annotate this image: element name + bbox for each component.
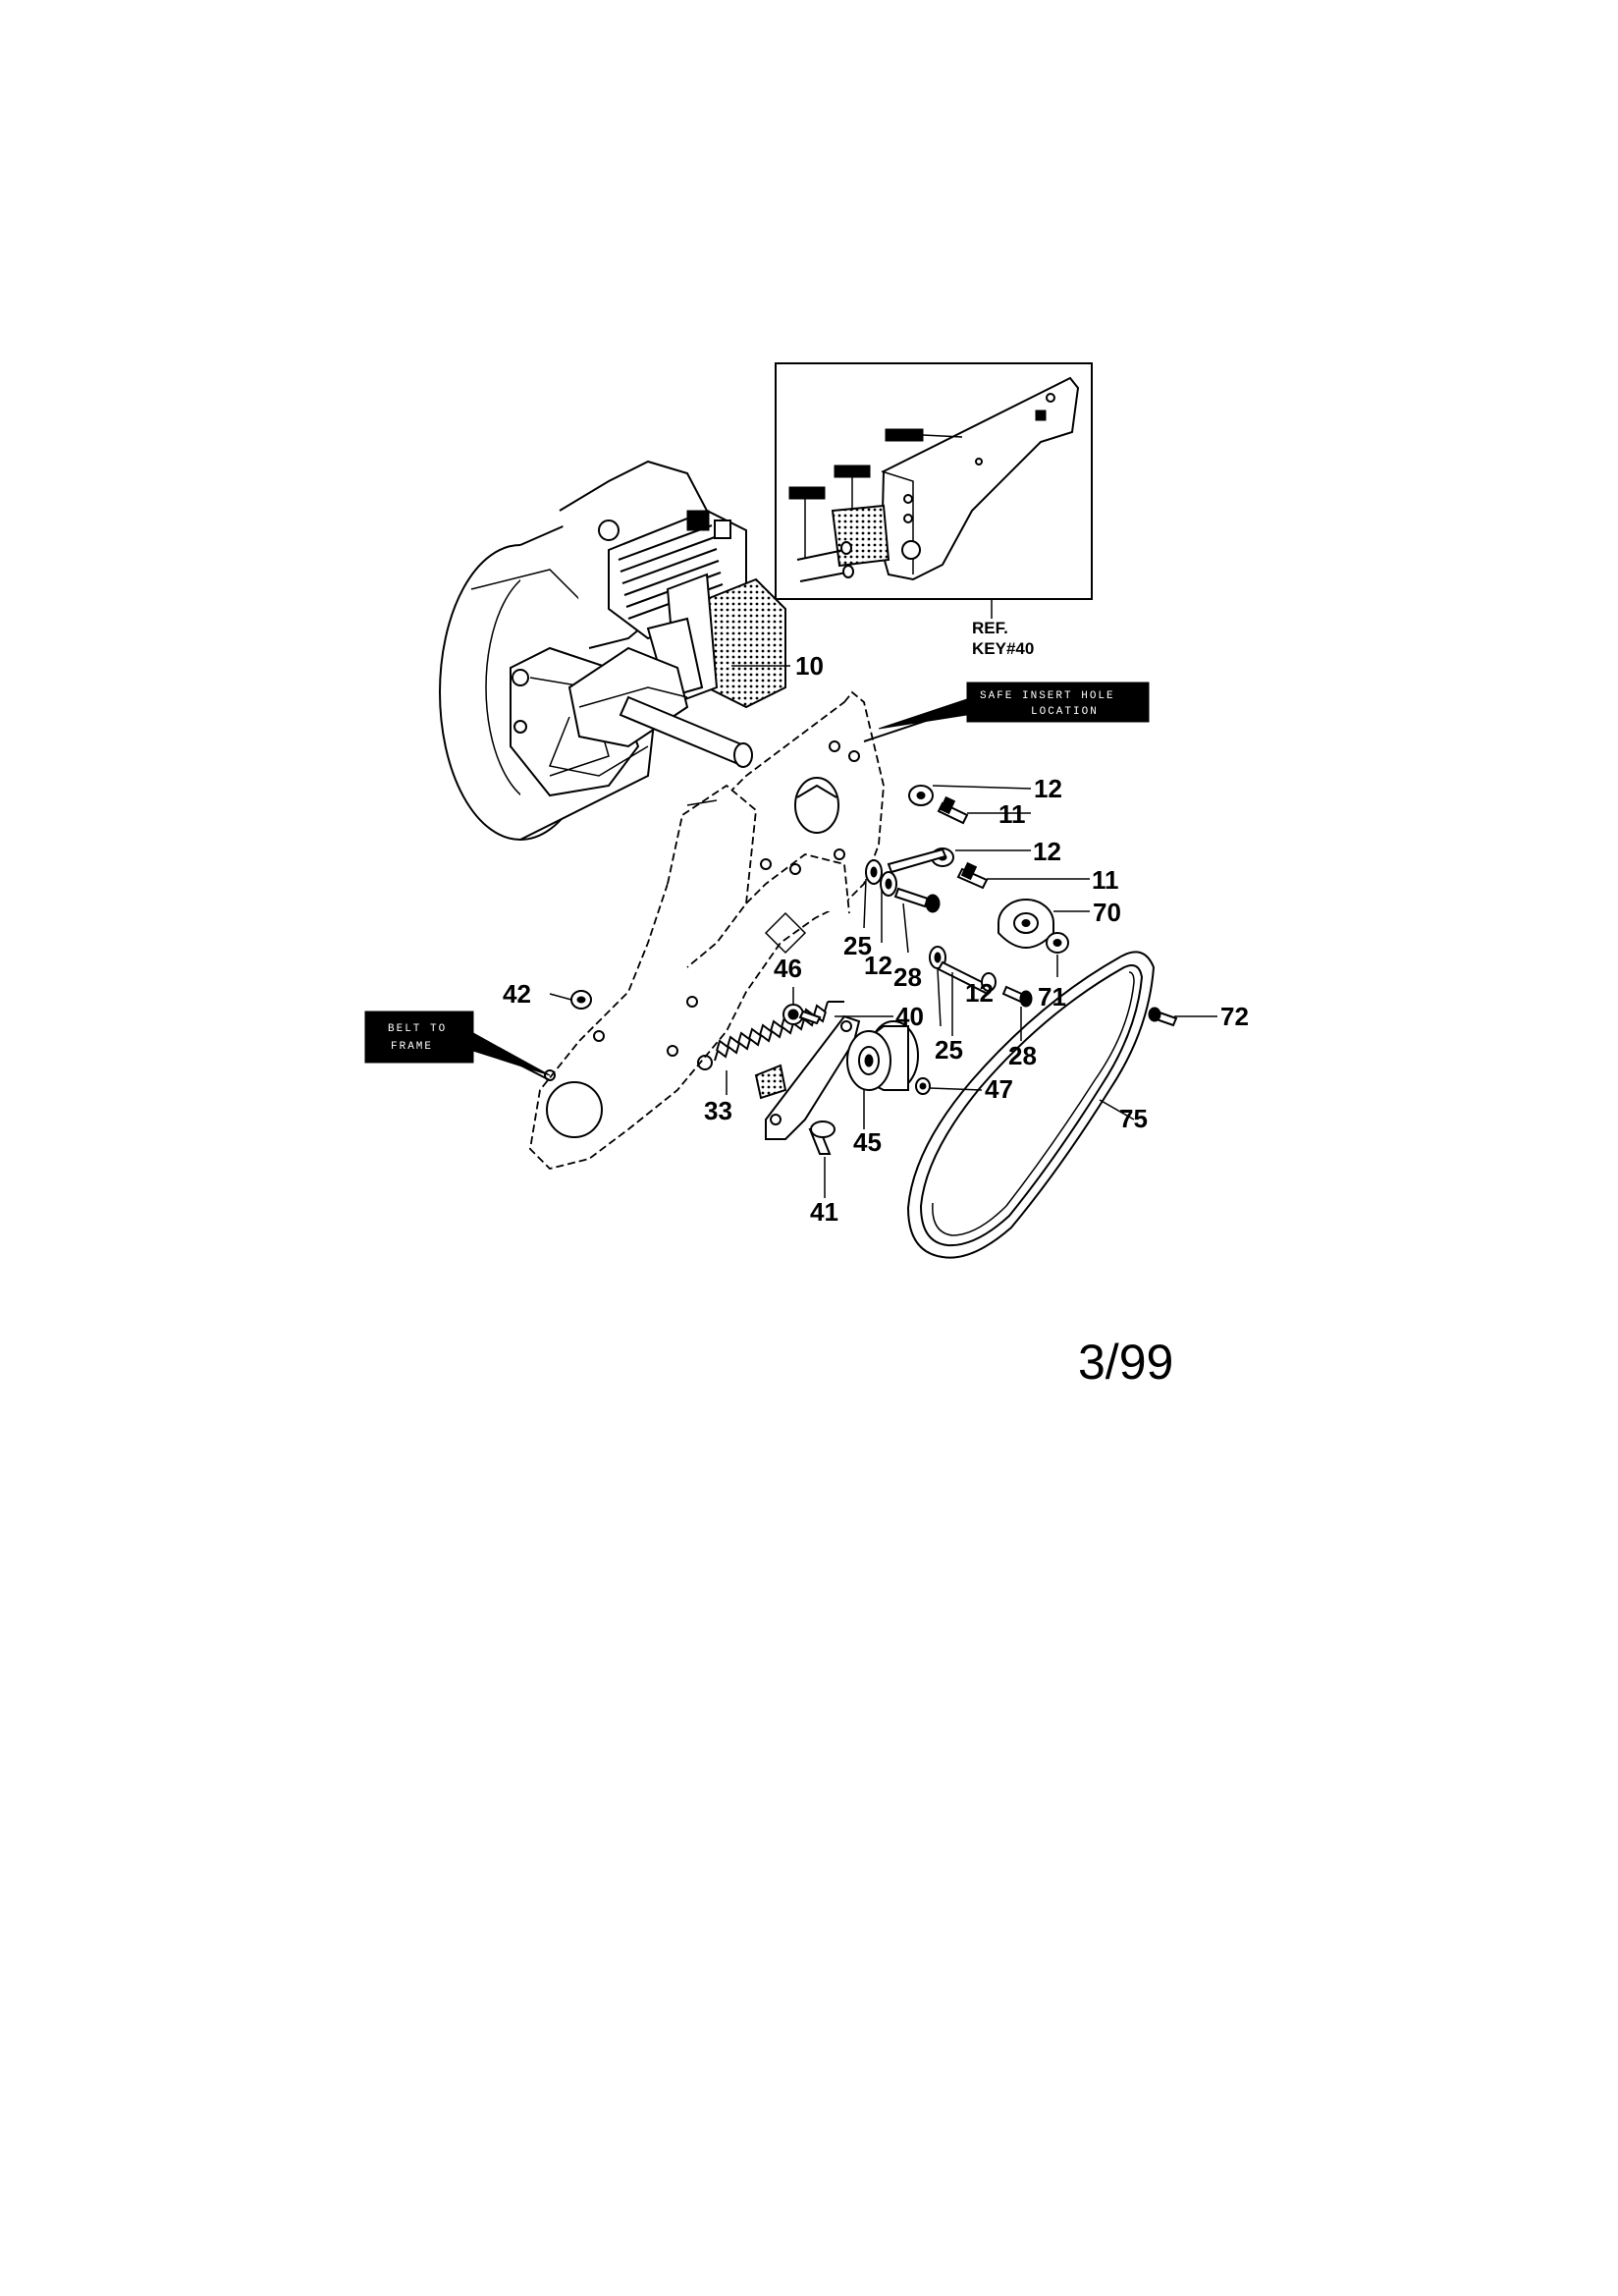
leader-lines [549, 665, 1217, 1198]
callout-28-a: 28 [893, 962, 922, 992]
callout-10: 10 [795, 651, 824, 681]
callout-47: 47 [985, 1074, 1013, 1104]
callout-12-a: 12 [1034, 774, 1062, 803]
callout-46: 46 [774, 954, 802, 983]
inset-pad [831, 504, 890, 568]
callout-28-b: 28 [1008, 1041, 1037, 1070]
note-safe-hole-line2: LOCATION [1031, 706, 1099, 718]
callout-25-b: 25 [935, 1035, 963, 1065]
idler-pad [754, 1064, 787, 1100]
note-safe-hole-line1: SAFE INSERT HOLE [980, 690, 1115, 702]
inset-bracket [880, 376, 1080, 581]
v-belt-75 [906, 951, 1156, 1259]
spring-33 [697, 1001, 844, 1070]
callout-70: 70 [1093, 898, 1121, 927]
note-belt-frame: BELT TO FRAME [364, 1011, 551, 1081]
note-belt-frame-line1: BELT TO [388, 1023, 447, 1035]
inset-ref-text: REF. [972, 619, 1008, 637]
hardware [570, 785, 1178, 1155]
muffler [706, 577, 786, 709]
callout-40: 40 [895, 1002, 924, 1031]
note-belt-frame-line2: FRAME [391, 1041, 433, 1053]
callout-numbers: 10 12 11 12 11 70 25 12 28 46 42 40 71 7… [503, 651, 1249, 1227]
inset-detail-box: REF. KEY#40 [775, 362, 1093, 658]
callout-12-b: 12 [1033, 837, 1061, 866]
pulley-45 [846, 1020, 919, 1091]
callout-72: 72 [1220, 1002, 1249, 1031]
note-safe-hole: SAFE INSERT HOLE LOCATION [863, 682, 1150, 742]
callout-42: 42 [503, 979, 531, 1009]
engine-assembly [439, 460, 786, 841]
callout-75: 75 [1119, 1104, 1148, 1133]
callout-25-a: 25 [843, 931, 872, 960]
callout-33: 33 [704, 1096, 732, 1125]
callout-11-b: 11 [1092, 865, 1119, 895]
callout-71: 71 [1038, 982, 1066, 1011]
frame-plate [529, 690, 885, 1170]
callout-12-d: 12 [965, 978, 994, 1008]
idler-arm-40 [754, 1014, 861, 1140]
callout-41: 41 [810, 1197, 838, 1227]
callout-12-c: 12 [864, 951, 892, 980]
pulley-70 [998, 899, 1054, 949]
inset-key-text: KEY#40 [972, 639, 1034, 658]
callout-45: 45 [853, 1127, 882, 1157]
page-number: 3/99 [1078, 1335, 1174, 1390]
callout-11-a: 11 [998, 799, 1026, 829]
